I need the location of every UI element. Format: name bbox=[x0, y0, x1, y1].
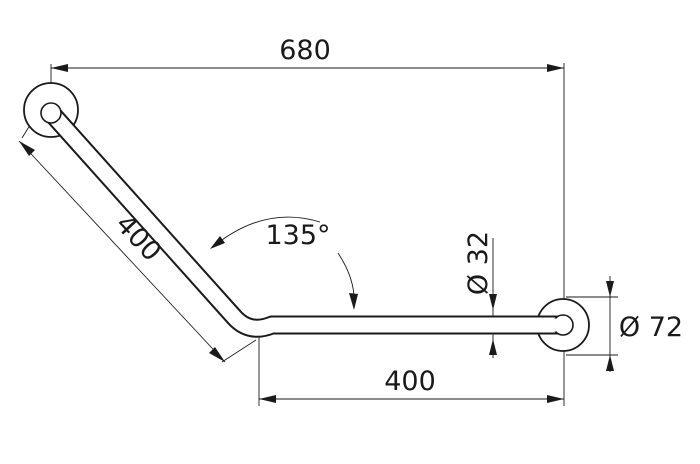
tube-join-left bbox=[53, 116, 75, 139]
dimension-line-angled-leg bbox=[18, 140, 226, 363]
angle-label: 135° bbox=[265, 220, 330, 251]
arrowhead bbox=[19, 141, 35, 156]
tube-body bbox=[46, 108, 571, 336]
flange-diameter-label: Ø 72 bbox=[619, 312, 683, 343]
horizontal-leg-label: 400 bbox=[384, 366, 436, 397]
arrowhead bbox=[606, 281, 614, 297]
tube-diameter-label: Ø 32 bbox=[463, 231, 494, 295]
grab-bar bbox=[23, 82, 590, 352]
arrowhead bbox=[489, 339, 497, 355]
arrowhead bbox=[547, 395, 564, 403]
arrowhead bbox=[51, 64, 68, 72]
arrowhead bbox=[606, 355, 614, 371]
arrowhead bbox=[259, 395, 276, 403]
arrowhead bbox=[209, 347, 225, 362]
angle-arc-left bbox=[213, 216, 321, 247]
arrowhead bbox=[547, 64, 564, 72]
extension-line-angled-bottom bbox=[221, 339, 257, 363]
dimension-labels: 680 400 135° Ø 32 Ø 72 400 bbox=[109, 35, 683, 397]
angled-leg-label: 400 bbox=[109, 209, 167, 268]
arrowhead bbox=[349, 293, 358, 310]
dimension-lines bbox=[18, 64, 614, 403]
arrowhead bbox=[210, 236, 225, 249]
overall-width-label: 680 bbox=[279, 35, 331, 66]
arrowhead bbox=[489, 294, 497, 310]
flange-inner-ring-left bbox=[40, 102, 62, 124]
